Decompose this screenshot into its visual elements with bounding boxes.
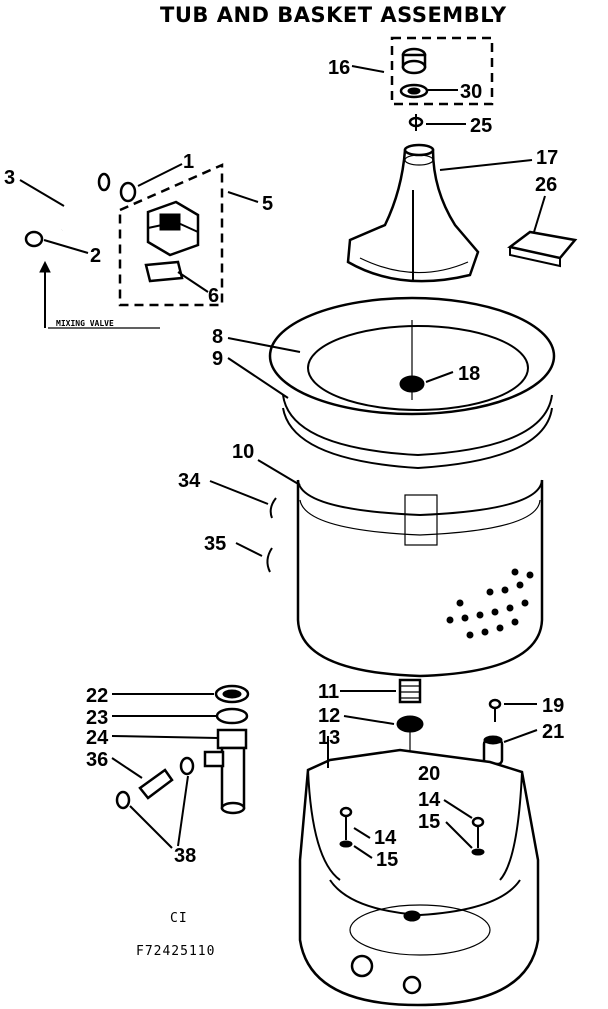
part-35-clip bbox=[266, 547, 273, 573]
part-30-washer bbox=[399, 83, 429, 99]
callout-11: 11 bbox=[318, 681, 339, 703]
part-38-washer-b bbox=[115, 790, 131, 810]
part-24-drain-tube bbox=[203, 728, 248, 815]
part-2-washer bbox=[24, 230, 44, 248]
part-23-ring bbox=[215, 707, 249, 725]
diagram-title: TUB AND BASKET ASSEMBLY bbox=[160, 3, 507, 27]
callout-18: 18 bbox=[458, 363, 480, 385]
callout-14-left: 14 bbox=[374, 827, 397, 849]
part-21-bracket bbox=[482, 735, 504, 766]
mixing-valve-label: MIXING VALVE bbox=[56, 319, 114, 328]
leader-lines bbox=[19, 65, 546, 859]
callout-35: 35 bbox=[204, 533, 226, 555]
callout-20: 20 bbox=[418, 763, 440, 785]
part-3-hose bbox=[60, 172, 111, 231]
callout-38: 38 bbox=[174, 845, 196, 867]
callout-10: 10 bbox=[232, 441, 254, 463]
callout-36: 36 bbox=[86, 749, 108, 771]
callout-25: 25 bbox=[470, 115, 492, 137]
callout-26: 26 bbox=[535, 174, 557, 196]
callout-5: 5 bbox=[262, 193, 273, 215]
callout-15-left: 15 bbox=[376, 849, 398, 871]
part-38-washer-a bbox=[179, 756, 195, 776]
part-25-seal bbox=[408, 114, 424, 131]
part-15-washer-left bbox=[339, 840, 353, 848]
part-19-screw bbox=[488, 698, 502, 722]
callout-17: 17 bbox=[536, 147, 558, 169]
part-11-spring bbox=[398, 678, 422, 704]
footer-code-ci: CI bbox=[170, 911, 188, 926]
callout-14-right: 14 bbox=[418, 789, 441, 811]
callout-6: 6 bbox=[208, 285, 219, 307]
callout-13: 13 bbox=[318, 727, 340, 749]
part-16-group-box bbox=[390, 36, 494, 106]
callout-1: 1 bbox=[183, 151, 194, 173]
basket-holes bbox=[446, 568, 534, 639]
part-34-clip bbox=[269, 497, 277, 519]
part-16-nut bbox=[401, 47, 427, 75]
callout-23: 23 bbox=[86, 707, 108, 729]
part-22-cap bbox=[214, 684, 250, 704]
part-15-washer-right bbox=[471, 848, 485, 856]
callout-9: 9 bbox=[212, 348, 223, 370]
part-13-outer-tub bbox=[298, 748, 540, 1007]
callout-15-right: 15 bbox=[418, 811, 440, 833]
callout-numbers: 1 2 3 5 6 8 9 10 11 12 13 14 15 14 15 16… bbox=[4, 57, 564, 871]
callout-30: 30 bbox=[460, 81, 482, 103]
callout-19: 19 bbox=[542, 695, 564, 717]
part-12-seal bbox=[396, 715, 424, 733]
part-9-ring bbox=[282, 394, 553, 470]
callout-12: 12 bbox=[318, 705, 340, 727]
part-17-agitator bbox=[346, 143, 480, 283]
part-26-pad bbox=[507, 230, 578, 268]
callout-3: 3 bbox=[4, 167, 15, 189]
callout-34: 34 bbox=[178, 470, 201, 492]
callout-22: 22 bbox=[86, 685, 108, 707]
part-6-bracket bbox=[144, 260, 184, 283]
part-1-washer bbox=[119, 181, 137, 203]
callout-16: 16 bbox=[328, 57, 350, 79]
part-10-basket bbox=[296, 479, 544, 678]
callout-24: 24 bbox=[86, 727, 109, 749]
callout-8: 8 bbox=[212, 326, 223, 348]
part-5-mixing-valve bbox=[146, 200, 200, 257]
callout-21: 21 bbox=[542, 721, 564, 743]
callout-2: 2 bbox=[90, 245, 101, 267]
part-14-screw-left bbox=[339, 806, 353, 840]
footer-part-code: F72425110 bbox=[136, 944, 215, 959]
part-36-pipe bbox=[138, 768, 174, 800]
part-14-screw-right bbox=[471, 816, 485, 848]
